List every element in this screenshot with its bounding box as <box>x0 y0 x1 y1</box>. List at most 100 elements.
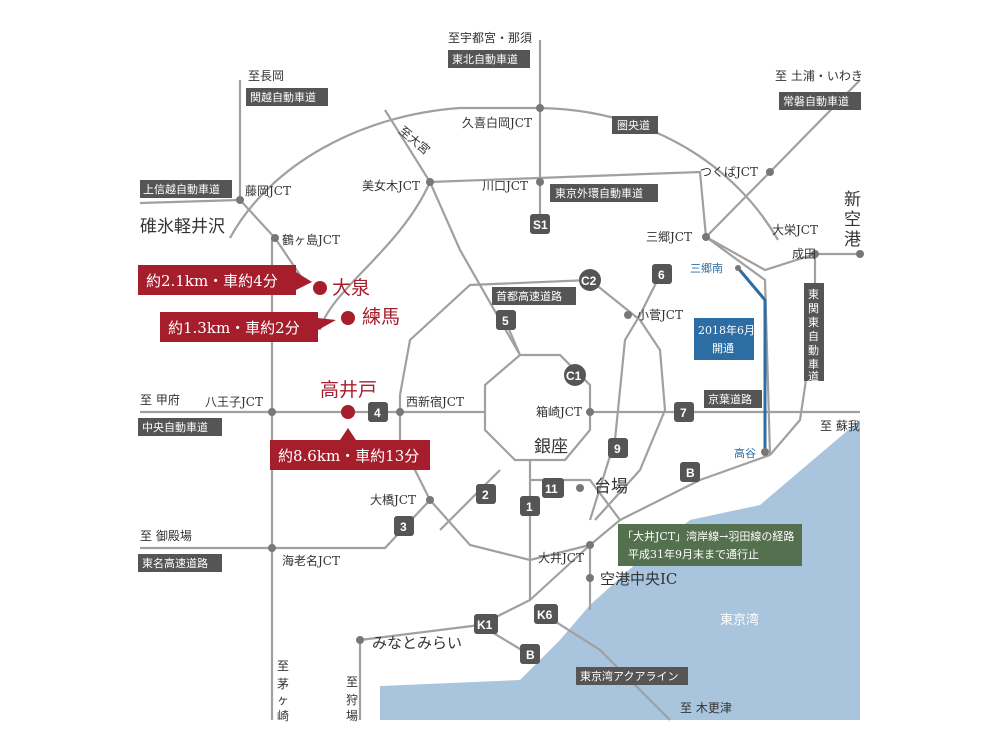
nerima-dist-pointer <box>318 318 336 330</box>
road-keiyo: 京葉道路 <box>708 392 752 406</box>
svg-text:9: 9 <box>614 442 621 456</box>
dest-narita-airport-2: 空 <box>844 210 861 230</box>
dest-soga: 至 蘇我 <box>820 419 860 433</box>
road-shuto: 首都高速道路 <box>496 289 562 303</box>
road-aqualine: 東京湾アクアライン <box>580 669 678 683</box>
opening-note-bg <box>694 318 754 360</box>
svg-text:2: 2 <box>482 488 489 502</box>
oizumi-dist-bg <box>138 265 296 295</box>
route-badge-5: 5 <box>496 310 516 330</box>
dest-kisarazu: 至 木更津 <box>680 701 732 715</box>
jct-misato: 三郷JCT <box>646 230 692 244</box>
svg-text:至: 至 <box>346 675 358 689</box>
aqualine-label-bg <box>576 667 688 685</box>
route-badge-7: 7 <box>674 402 694 422</box>
dest-karibasaka: 至狩場 <box>346 675 358 723</box>
svg-text:関: 関 <box>808 302 819 315</box>
svg-text:C2: C2 <box>581 274 597 288</box>
dest-narita-airport-3: 港 <box>844 230 861 250</box>
chuo-label-bg <box>138 418 222 436</box>
dest-omiya: 至大宮 <box>396 123 433 158</box>
svg-text:動: 動 <box>808 343 819 357</box>
svg-text:K6: K6 <box>537 608 553 622</box>
takaido-distance: 約8.6km・車約13分 <box>278 447 419 465</box>
svg-text:7: 7 <box>680 406 687 420</box>
svg-text:B: B <box>686 466 695 480</box>
route-badges: S1 C2 5 6 C1 4 7 9 B 2 11 1 3 K1 K6 B <box>368 214 700 664</box>
tokyo-bay-water <box>380 420 860 720</box>
jct-bijogi: 美女木JCT <box>362 178 420 193</box>
dest-narita: 成田 <box>792 247 816 261</box>
jct-koya: 高谷 <box>734 446 756 460</box>
route-badge-b2: B <box>520 644 540 664</box>
svg-text:崎: 崎 <box>277 709 289 723</box>
takaido-dist-pointer <box>340 428 356 440</box>
svg-text:3: 3 <box>400 520 407 534</box>
jct-tsukuba: つくばJCT <box>700 165 758 179</box>
dest-joban: 至 土浦・いわき <box>775 69 863 83</box>
route-badge-k6: K6 <box>534 604 558 624</box>
svg-text:B: B <box>526 648 535 662</box>
oi-note-line1: 「大井JCT」湾岸線→羽田線の経路 <box>622 529 794 543</box>
nerima-distance: 約1.3km・車約2分 <box>168 319 300 337</box>
route-badge-c1: C1 <box>564 364 586 386</box>
road-tohoku: 東北自動車道 <box>452 52 518 66</box>
marker-takaido <box>341 405 355 419</box>
svg-text:4: 4 <box>374 406 381 420</box>
tomei-label-bg <box>138 554 222 572</box>
jct-nishi-shinjuku: 西新宿JCT <box>406 394 464 409</box>
route-badge-c2: C2 <box>579 269 601 291</box>
marker-nerima <box>341 311 355 325</box>
road-ken-o: 圏央道 <box>617 118 650 132</box>
route-badge-2: 2 <box>476 484 496 504</box>
road-tomei: 東名高速道路 <box>142 556 208 570</box>
jct-hakozaki: 箱崎JCT <box>536 404 582 419</box>
route-badge-k1: K1 <box>474 614 498 634</box>
oizumi-dist-pointer <box>296 272 312 290</box>
road-chuo: 中央自動車道 <box>142 420 208 434</box>
dest-karuizawa: 碓氷軽井沢 <box>140 217 225 237</box>
route-badge-6: 6 <box>652 264 672 284</box>
place-ginza: 銀座 <box>534 437 568 457</box>
svg-text:東: 東 <box>808 288 819 301</box>
dest-narita-airport-1: 新 <box>844 190 861 210</box>
place-minatomirai: みなとみらい <box>372 634 462 652</box>
jct-kawaguchi: 川口JCT <box>482 179 528 193</box>
road-kanetsu: 関越自動車道 <box>250 90 316 104</box>
dest-gotemba: 至 御殿場 <box>140 528 192 543</box>
jct-kuki: 久喜白岡JCT <box>462 115 532 130</box>
road-joshinetsu: 上信越自動車道 <box>143 182 220 196</box>
jct-misato-minami: 三郷南 <box>690 261 723 275</box>
marker-oizumi <box>313 281 327 295</box>
new-route-line <box>736 267 767 452</box>
joban-label-bg <box>779 92 861 110</box>
station-oizumi: 大泉 <box>332 277 370 299</box>
route-badge-3: 3 <box>394 516 414 536</box>
svg-text:道: 道 <box>808 369 819 383</box>
svg-text:自: 自 <box>808 330 819 343</box>
nerima-dist-bg <box>160 312 318 342</box>
svg-text:1: 1 <box>526 500 533 514</box>
station-takaido: 高井戸 <box>320 379 377 401</box>
jct-hachioji: 八王子JCT <box>205 395 263 409</box>
route-badge-b1: B <box>680 462 700 482</box>
oi-note-line2: 平成31年9月末まで通行止 <box>628 547 759 561</box>
ken-o-label-bg <box>612 116 658 134</box>
route-badge-s1: S1 <box>530 214 550 234</box>
route-badge-1: 1 <box>520 496 540 516</box>
opening-note-line2: 開通 <box>712 342 734 355</box>
oizumi-distance: 約2.1km・車約4分 <box>146 272 278 290</box>
svg-text:ヶ: ヶ <box>277 693 289 707</box>
jct-ebina: 海老名JCT <box>282 553 340 568</box>
svg-text:S1: S1 <box>533 218 548 232</box>
gaikan-label-bg <box>550 184 658 202</box>
jct-kosuge: 小菅JCT <box>637 308 683 322</box>
svg-text:狩: 狩 <box>346 692 358 707</box>
road-gaikan: 東京外環自動車道 <box>555 186 643 200</box>
svg-text:車: 車 <box>808 357 819 371</box>
dest-kofu: 至 甲府 <box>140 392 180 407</box>
jct-oi: 大井JCT <box>538 551 584 565</box>
svg-text:至: 至 <box>277 659 289 673</box>
